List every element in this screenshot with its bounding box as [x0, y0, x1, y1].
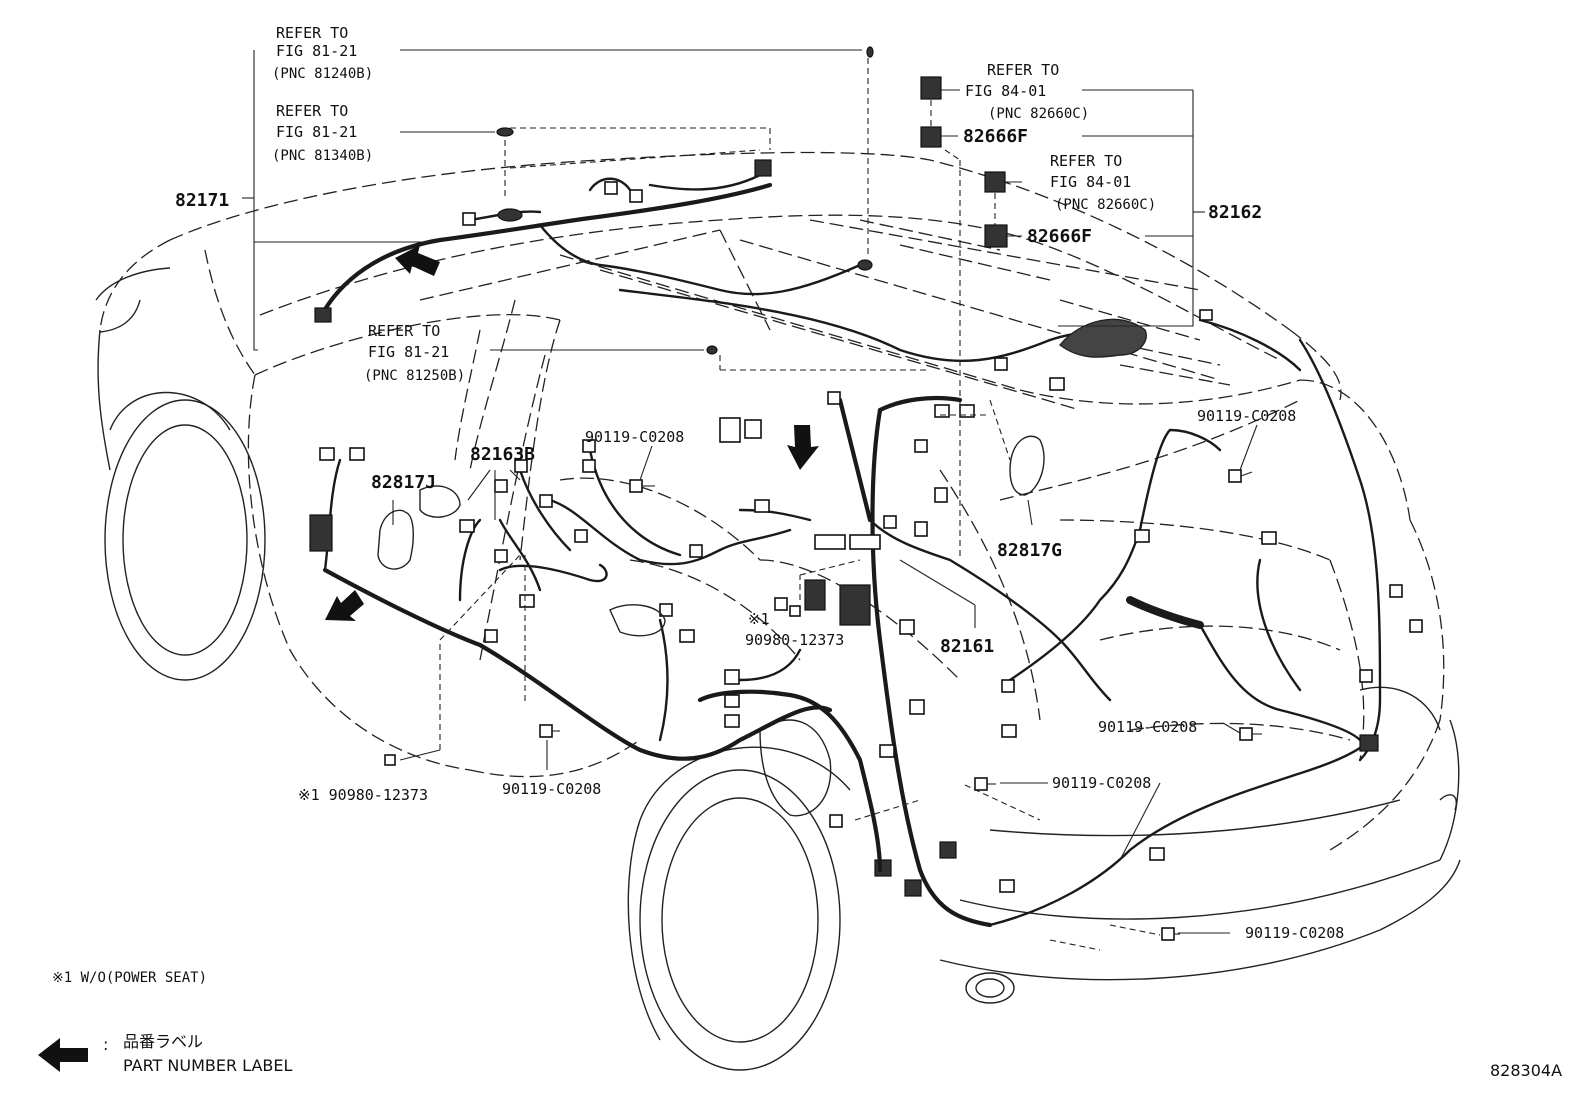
part-label-82161: 82161 — [940, 636, 994, 657]
clip-label-low: ※1 90980-12373 — [298, 786, 428, 804]
bolt-label-d: 90119-C0208 — [1052, 774, 1151, 792]
footnote: ※1 W/O(POWER SEAT) — [52, 970, 207, 986]
part-label-82666f-a: 82666F — [963, 126, 1028, 147]
bolt-icon — [1228, 469, 1253, 483]
part-label-82163b: 82163B — [470, 444, 535, 465]
vehicle-body-outline — [95, 151, 1461, 1004]
bolt-icon — [1239, 727, 1262, 741]
bolt-label-c: 90119-C0208 — [502, 780, 601, 798]
harness-82162-roof-rear — [618, 288, 1147, 391]
svg-text:REFER TO: REFER TO — [1050, 152, 1122, 170]
svg-text:FIG 84-01: FIG 84-01 — [965, 82, 1046, 100]
svg-text:(PNC 81240B): (PNC 81240B) — [272, 66, 373, 82]
part-label-82817g: 82817G — [997, 540, 1062, 561]
bolt-label-b: 90119-C0208 — [1197, 407, 1296, 425]
callout-refer-82660c-mid: REFER TO FIG 84-01 (PNC 82660C) — [1050, 152, 1156, 213]
clip-icon — [857, 259, 873, 271]
svg-text:FIG 81-21: FIG 81-21 — [368, 343, 449, 361]
bolt-icon — [539, 724, 560, 738]
bolt-label-a: 90119-C0208 — [585, 428, 684, 446]
svg-text:FIG 81-21: FIG 81-21 — [276, 42, 357, 60]
part-label-82817j: 82817J — [371, 472, 436, 493]
svg-text:(PNC 81250B): (PNC 81250B) — [364, 368, 465, 384]
svg-text:REFER TO: REFER TO — [368, 322, 440, 340]
part-number-label-arrows — [325, 245, 819, 621]
callout-refer-81340b: REFER TO FIG 81-21 (PNC 81340B) — [272, 102, 373, 164]
bolt-icon — [1161, 927, 1180, 941]
clip-icon — [384, 754, 396, 766]
callout-refer-82660c-top: REFER TO FIG 84-01 (PNC 82660C) — [965, 61, 1089, 122]
bolt-label-e: 90119-C0208 — [1098, 718, 1197, 736]
part-label-82171: 82171 — [175, 190, 229, 211]
figure-number: 828304A — [1490, 1061, 1562, 1080]
rear-wheel — [627, 746, 851, 1071]
part-82817g — [1009, 435, 1045, 496]
bolt-icon — [974, 777, 996, 791]
svg-text:REFER TO: REFER TO — [987, 61, 1059, 79]
callout-refer-81240b: REFER TO FIG 81-21 (PNC 81240B) — [272, 24, 373, 82]
part-label-82666f-b: 82666F — [1027, 226, 1092, 247]
harness-82163b-left-floor — [309, 417, 883, 873]
svg-text:(PNC 82660C): (PNC 82660C) — [1055, 197, 1156, 213]
clip-label-mid-mark: ※1 — [748, 610, 770, 628]
clip-label-mid: 90980-12373 — [745, 631, 844, 649]
harness-82171-roof — [314, 159, 862, 323]
part-number-label-arrow-icon — [38, 1038, 88, 1072]
clip-icon — [866, 46, 874, 58]
legend: : 品番ラベル PART NUMBER LABEL — [38, 1032, 292, 1075]
svg-text:FIG 84-01: FIG 84-01 — [1050, 173, 1131, 191]
harness-82161-center — [804, 309, 1423, 928]
connector-82666f-group — [920, 76, 1008, 248]
part-label-82162: 82162 — [1208, 202, 1262, 223]
leader-lines — [242, 49, 1258, 951]
legend-english: PART NUMBER LABEL — [123, 1056, 292, 1075]
callout-refer-81250b: REFER TO FIG 81-21 (PNC 81250B) — [364, 322, 465, 384]
svg-text::: : — [103, 1035, 108, 1054]
clip-icon — [789, 605, 801, 617]
front-wheel — [104, 391, 266, 681]
clip-icon — [496, 127, 514, 137]
svg-text:REFER TO: REFER TO — [276, 102, 348, 120]
svg-text:REFER TO: REFER TO — [276, 24, 348, 42]
svg-text:(PNC 81340B): (PNC 81340B) — [272, 148, 373, 164]
bolt-label-f: 90119-C0208 — [1245, 924, 1344, 942]
bolt-icon — [629, 479, 655, 493]
bolts-and-clips — [384, 46, 1262, 941]
svg-text:FIG 81-21: FIG 81-21 — [276, 123, 357, 141]
part-82817j — [377, 485, 666, 637]
legend-japanese: 品番ラベル — [123, 1032, 203, 1051]
clip-icon — [706, 345, 718, 355]
svg-text:(PNC 82660C): (PNC 82660C) — [988, 106, 1089, 122]
